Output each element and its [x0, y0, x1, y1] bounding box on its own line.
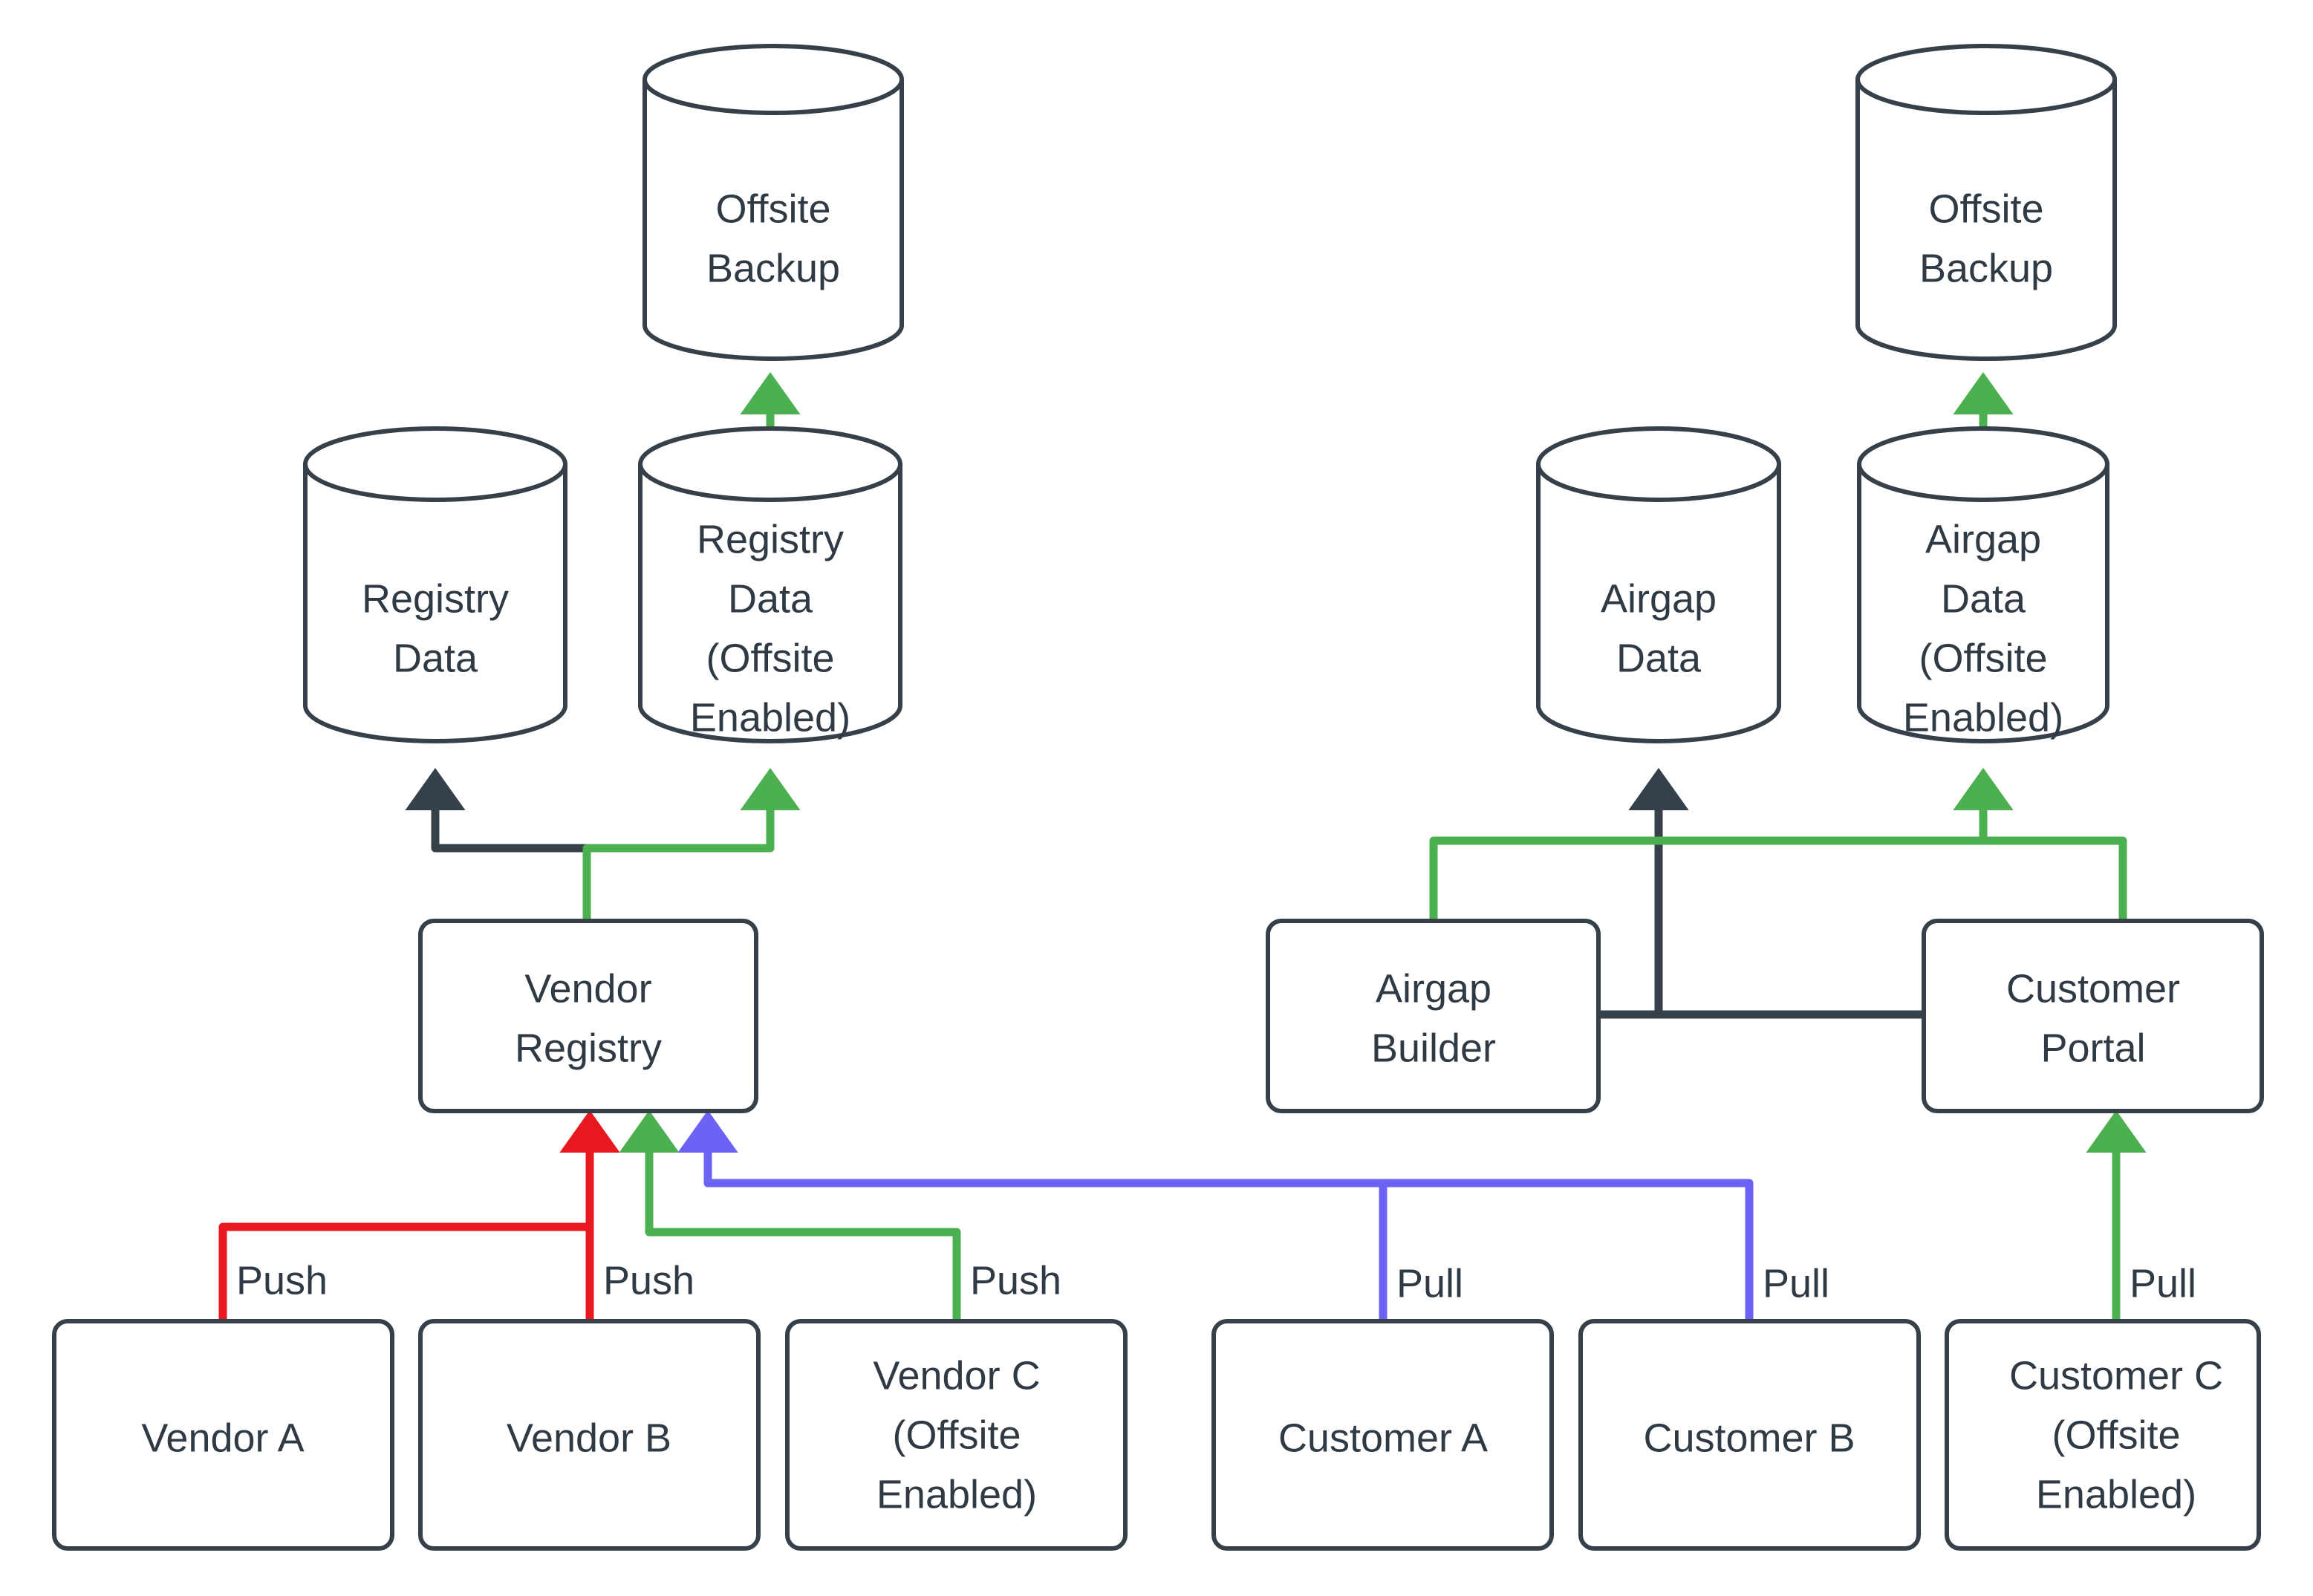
- node-label-line2: Data: [393, 636, 478, 680]
- edge-customer-portal-to-airgap-data-offsite: [1953, 767, 2127, 919]
- node-label-line4: Enabled): [690, 695, 850, 740]
- node-label-line3: (Offsite: [706, 636, 834, 680]
- node-customer-b[interactable]: Customer B: [1578, 1319, 1921, 1551]
- node-label-line1: Airgap: [1925, 517, 2041, 561]
- node-label-line1: Customer A: [1278, 1416, 1488, 1460]
- edge-vendor-c-to-vendor-registry: [619, 1110, 961, 1319]
- node-vendor-c[interactable]: Vendor C (Offsite Enabled): [785, 1319, 1128, 1551]
- node-offsite-backup-left[interactable]: Offsite Backup: [642, 44, 904, 361]
- node-airgap-data[interactable]: Airgap Data: [1536, 426, 1781, 743]
- node-offsite-backup-right[interactable]: Offsite Backup: [1855, 44, 2117, 361]
- node-label-line1: Airgap: [1601, 576, 1717, 621]
- node-label-line2: Builder: [1371, 1026, 1496, 1070]
- node-label-line1: Vendor C: [873, 1353, 1040, 1398]
- edge-label-vendor-b-push: Push: [603, 1258, 694, 1303]
- node-airgap-builder[interactable]: Airgap Builder: [1266, 919, 1601, 1113]
- node-airgap-data-offsite[interactable]: Airgap Data (Offsite Enabled): [1857, 426, 2109, 743]
- node-label-line4: Enabled): [1903, 695, 2063, 740]
- edge-label-vendor-a-push: Push: [236, 1258, 328, 1303]
- edge-label-customer-a-pull: Pull: [1396, 1261, 1463, 1306]
- node-label-line3: Enabled): [876, 1472, 1037, 1517]
- node-label-line3: Enabled): [2036, 1472, 2196, 1517]
- node-label-line1: Customer: [2006, 966, 2180, 1011]
- edge-vendor-registry-to-registry-data: [405, 767, 591, 919]
- node-registry-data[interactable]: Registry Data: [303, 426, 567, 743]
- node-registry-data-offsite[interactable]: Registry Data (Offsite Enabled): [638, 426, 902, 743]
- node-label-line1: Customer C: [2009, 1353, 2223, 1398]
- node-vendor-a[interactable]: Vendor A: [52, 1319, 394, 1551]
- node-vendor-b[interactable]: Vendor B: [418, 1319, 761, 1551]
- edge-airgap-builder-to-airgap-data-offsite: [1429, 767, 2014, 919]
- node-label-line2: Portal: [2040, 1026, 2145, 1070]
- node-label-line1: Offsite: [1928, 186, 2043, 231]
- node-label-line1: Offsite: [715, 186, 830, 231]
- node-label-line2: Data: [1941, 576, 2026, 621]
- node-label-line2: Data: [1616, 636, 1702, 680]
- node-label-line1: Airgap: [1376, 966, 1491, 1011]
- node-label-line2: (Offsite: [892, 1413, 1021, 1457]
- edge-label-customer-b-pull: Pull: [1763, 1261, 1829, 1306]
- node-vendor-registry[interactable]: Vendor Registry: [418, 919, 758, 1113]
- node-label-line1: Vendor B: [507, 1416, 671, 1460]
- node-customer-c[interactable]: Customer C (Offsite Enabled): [1945, 1319, 2261, 1551]
- node-label-line1: Customer B: [1643, 1416, 1855, 1460]
- node-label-line2: Data: [728, 576, 813, 621]
- node-label-line1: Registry: [362, 576, 509, 621]
- node-label-line2: Backup: [1919, 246, 2053, 290]
- edge-label-customer-c-pull: Pull: [2130, 1261, 2196, 1306]
- edge-vendor-registry-to-registry-data-offsite: [582, 767, 801, 919]
- edge-label-vendor-c-push: Push: [970, 1258, 1061, 1303]
- node-label-line1: Vendor A: [141, 1416, 304, 1460]
- node-customer-portal[interactable]: Customer Portal: [1922, 919, 2264, 1113]
- node-label-line2: Registry: [515, 1026, 662, 1070]
- node-label-line2: (Offsite: [2052, 1413, 2180, 1457]
- node-label-line1: Registry: [697, 517, 844, 561]
- edge-customer-portal-to-airgap-data: [1628, 767, 1924, 1019]
- node-label-line2: Backup: [706, 246, 840, 290]
- node-customer-a[interactable]: Customer A: [1211, 1319, 1554, 1551]
- edge-airgap-builder-to-airgap-data: [1598, 767, 1689, 1019]
- edge-customer-b-to-vendor-registry: [677, 1110, 1754, 1319]
- node-label-line3: (Offsite: [1919, 636, 2047, 680]
- node-label-line1: Vendor: [524, 966, 651, 1011]
